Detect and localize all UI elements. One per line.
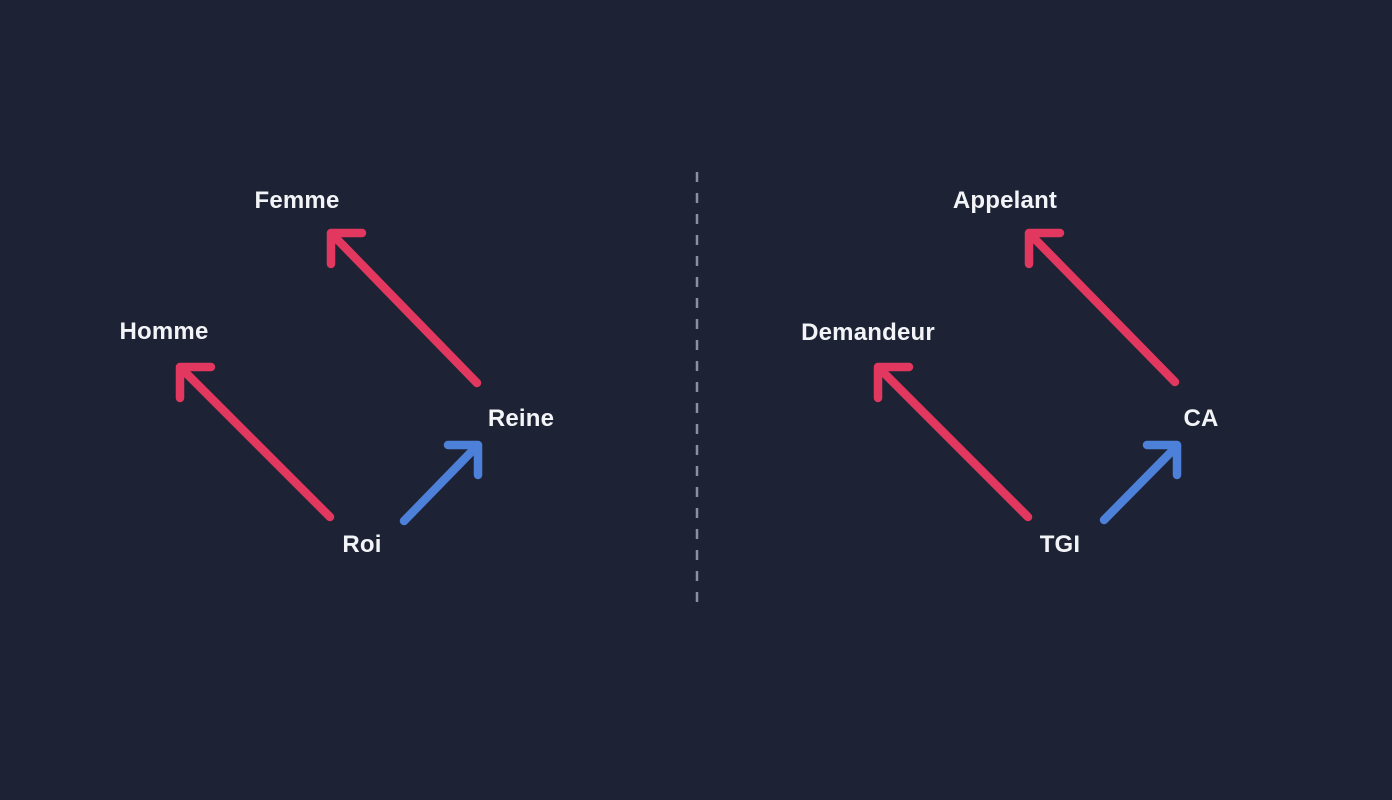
- node-label-ca: CA: [1183, 405, 1219, 432]
- arrow-roi-to-reine: [399, 440, 483, 526]
- node-label-femme: Femme: [254, 187, 340, 214]
- arrow-ca-to-appelant: [1024, 228, 1180, 387]
- arrow-shaft: [327, 229, 482, 388]
- node-label-roi: Roi: [342, 531, 382, 558]
- arrowhead-up-left-icon: [873, 362, 914, 403]
- arrow-roi-to-homme: [175, 362, 335, 522]
- arrow-shaft: [399, 441, 482, 526]
- node-label-reine: Reine: [487, 405, 555, 432]
- arrow-shaft: [176, 363, 335, 522]
- arrowhead-up-left-icon: [175, 362, 216, 403]
- arrow-shaft: [874, 363, 1033, 522]
- node-label-appelant: Appelant: [952, 187, 1058, 214]
- arrow-shaft: [1099, 441, 1182, 525]
- arrow-tgi-to-demandeur: [873, 362, 1033, 522]
- node-label-demandeur: Demandeur: [801, 319, 935, 346]
- node-label-tgi: TGI: [1039, 531, 1081, 558]
- arrow-shaft: [1025, 229, 1180, 387]
- arrow-reine-to-femme: [326, 228, 482, 388]
- arrowhead-up-left-icon: [1024, 228, 1065, 269]
- arrowhead-up-right-icon: [443, 440, 483, 480]
- arrow-tgi-to-ca: [1099, 440, 1182, 525]
- arrowhead-up-left-icon: [326, 228, 367, 269]
- arrowhead-up-right-icon: [1142, 440, 1182, 480]
- node-label-homme: Homme: [119, 318, 209, 345]
